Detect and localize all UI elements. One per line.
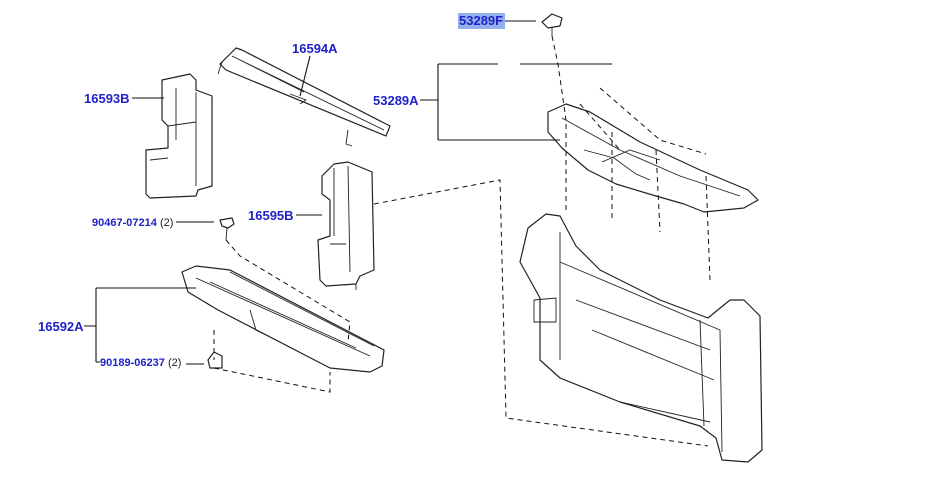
part-16592A[interactable] bbox=[181, 265, 385, 373]
label-16593B[interactable]: 16593B bbox=[84, 91, 130, 106]
label-16595B[interactable]: 16595B bbox=[248, 208, 294, 223]
radiator-support-frame bbox=[519, 213, 763, 463]
label-90189-06237[interactable]: 90189-06237 bbox=[100, 357, 165, 369]
qty-90189-06237: (2) bbox=[168, 357, 181, 369]
part-53289F[interactable] bbox=[541, 13, 563, 36]
part-16593B[interactable] bbox=[145, 73, 213, 199]
label-16594A[interactable]: 16594A bbox=[292, 41, 338, 56]
label-90467-07214[interactable]: 90467-07214 bbox=[92, 217, 158, 229]
clip-90467-07214[interactable] bbox=[219, 217, 235, 241]
part-53289A[interactable] bbox=[547, 103, 759, 213]
leader-lines bbox=[84, 20, 612, 365]
label-53289A[interactable]: 53289A bbox=[373, 93, 419, 108]
label-16592A[interactable]: 16592A bbox=[38, 319, 84, 334]
part-16595B[interactable] bbox=[317, 161, 375, 290]
part-labels: 53289F 16594A 16593B 53289A 90467-07214 … bbox=[38, 13, 505, 369]
label-53289F[interactable]: 53289F bbox=[459, 13, 503, 28]
qty-90467-07214: (2) bbox=[160, 217, 173, 229]
assembly-dashed-lines bbox=[213, 35, 711, 447]
clip-90189-06237[interactable] bbox=[207, 351, 223, 369]
label-highlight-53289F bbox=[458, 13, 505, 29]
part-16594A[interactable] bbox=[217, 47, 391, 147]
